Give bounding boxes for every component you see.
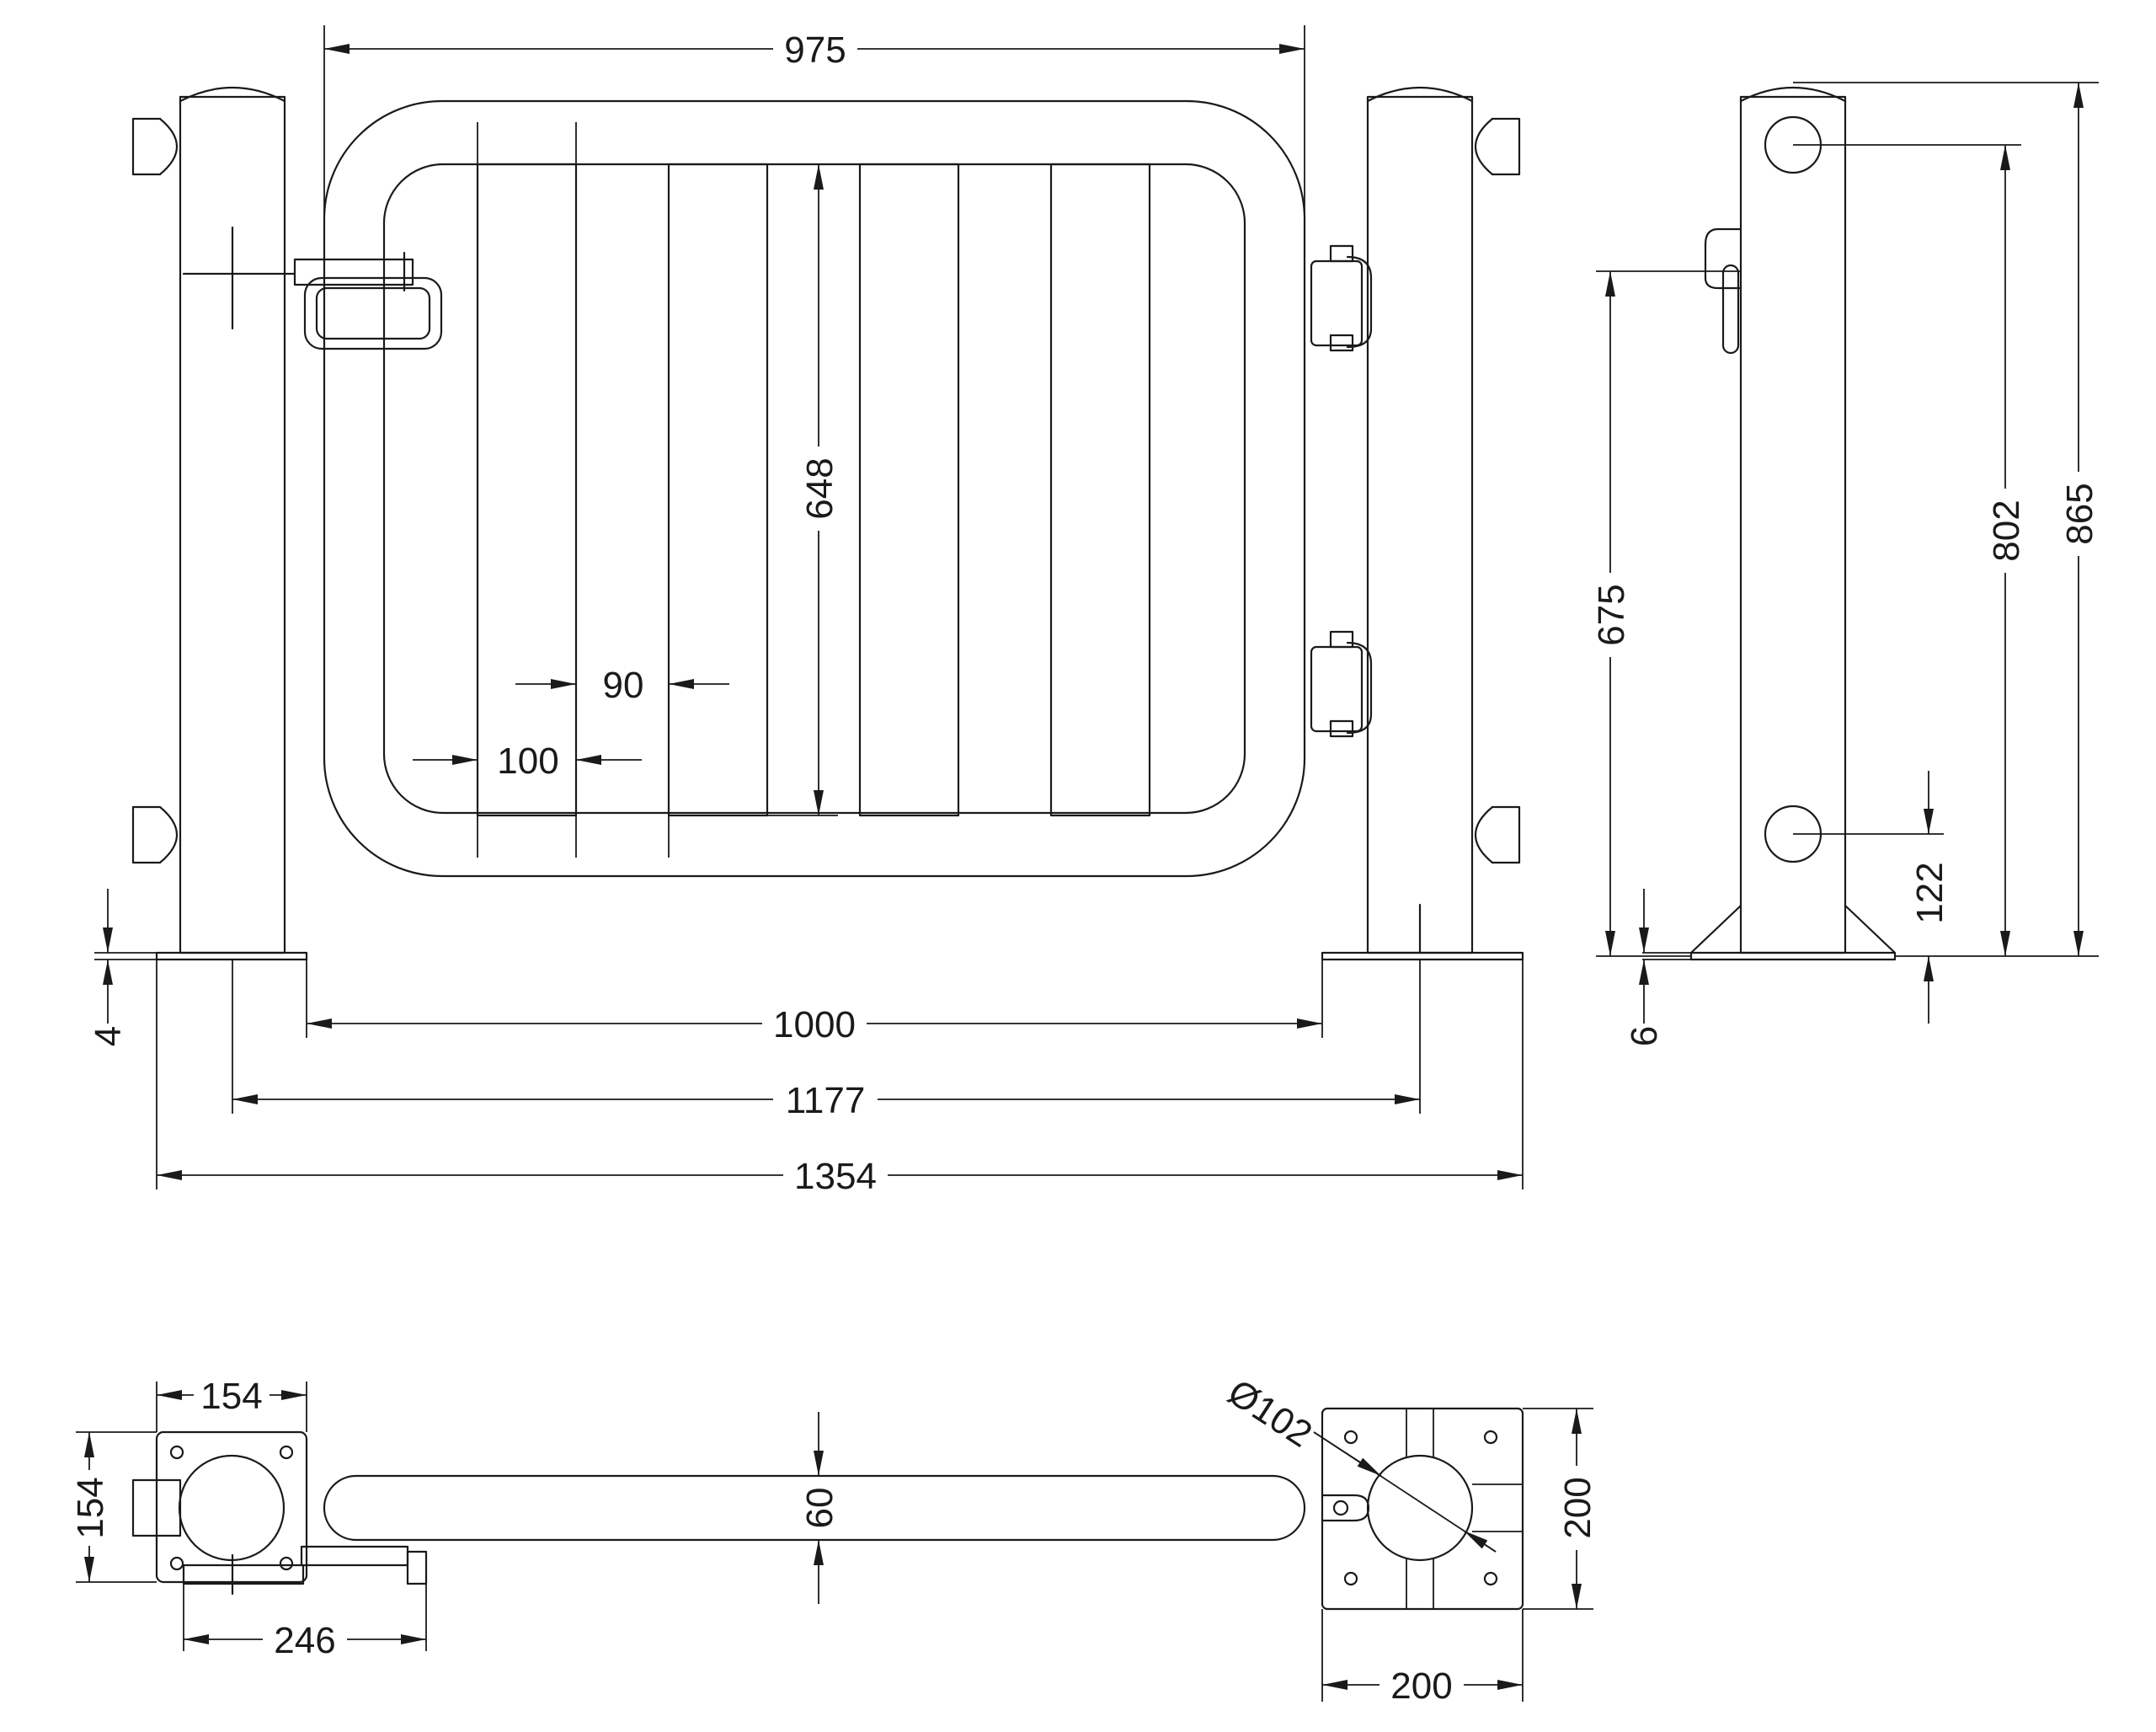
dim-154-depth: 154	[67, 1431, 157, 1583]
dim-865: 865	[1793, 82, 2101, 957]
dim-1000-label: 1000	[773, 1004, 856, 1045]
dim-154-width-label: 154	[200, 1376, 262, 1417]
dim-100-label: 100	[497, 740, 558, 782]
dim-1000: 1000	[306, 960, 1323, 1045]
dim-648-label: 648	[799, 457, 841, 519]
latch-base-plate	[131, 1430, 428, 1596]
side-post	[1689, 86, 1897, 961]
dim-675-label: 675	[1591, 584, 1632, 645]
dim-154-depth-label: 154	[70, 1477, 111, 1538]
dim-200-depth: 200	[1523, 1408, 1599, 1610]
dim-200-depth-label: 200	[1557, 1477, 1598, 1538]
infill-slats	[476, 122, 1151, 858]
dim-200-width: 200	[1321, 1609, 1524, 1707]
dim-diameter-102: Ø102	[1220, 1371, 1497, 1553]
dim-246: 246	[183, 1584, 427, 1661]
dim-4: 4	[88, 889, 157, 1046]
upper-hinge	[1310, 244, 1373, 352]
dim-60: 60	[799, 1412, 841, 1604]
dim-diameter-102-label: Ø102	[1220, 1371, 1319, 1456]
dim-90-label: 90	[603, 665, 644, 706]
hinge-base-plate	[1321, 1407, 1524, 1611]
dim-675: 675	[1588, 270, 1718, 957]
dim-1177-label: 1177	[786, 1080, 866, 1121]
dim-975: 975	[323, 25, 1305, 303]
lower-hinge	[1310, 630, 1373, 738]
right-post	[1321, 86, 1524, 961]
plan-view: 154 154 246 60 Ø102	[67, 1371, 1599, 1707]
dim-802-label: 802	[1986, 500, 2027, 561]
dim-246-label: 246	[274, 1620, 335, 1661]
side-view: 675 802 865 122	[1588, 82, 2101, 1046]
dim-90: 90	[515, 665, 729, 706]
dim-802: 802	[1793, 144, 2028, 957]
dim-865-label: 865	[2059, 483, 2100, 544]
dim-4-label: 4	[88, 1026, 129, 1046]
left-post	[131, 86, 308, 961]
dim-975-label: 975	[784, 29, 846, 71]
dim-100: 100	[413, 740, 642, 782]
front-view: 975 648 90 100 4	[88, 25, 1524, 1197]
dim-154-width: 154	[156, 1375, 307, 1432]
dim-200-width-label: 200	[1390, 1665, 1452, 1707]
dim-122-label: 122	[1909, 862, 1951, 923]
dim-6: 6	[1624, 889, 1691, 1046]
dim-122: 122	[1793, 771, 1951, 1024]
dim-6-label: 6	[1624, 1026, 1665, 1046]
dim-60-label: 60	[799, 1488, 841, 1529]
dim-648: 648	[767, 163, 841, 816]
dim-1177: 1177	[232, 960, 1421, 1121]
dim-1354-label: 1354	[794, 1156, 877, 1197]
latch-assembly	[182, 226, 443, 350]
side-latch	[1704, 227, 1742, 355]
dim-1354: 1354	[156, 960, 1524, 1197]
